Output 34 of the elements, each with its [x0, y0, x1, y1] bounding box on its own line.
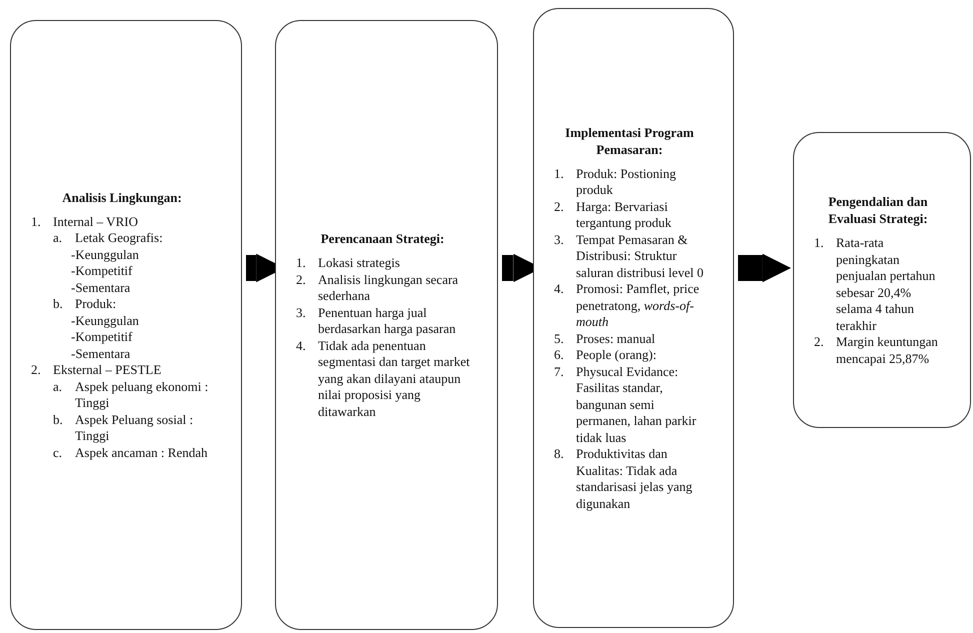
list-item: b. Produk: [52, 296, 118, 313]
list-item: -Sementara [70, 346, 132, 362]
list-item: -Kompetitif [70, 329, 134, 346]
list-item: -Kompetitif [70, 263, 134, 280]
rounded-process-box [275, 20, 498, 630]
list-item: 2. Margin keuntungan mencapai 25,87% [813, 334, 939, 367]
list-item: 4. Promosi: Pamflet, price penetratong, words-of-mouth [553, 281, 700, 331]
list-item: c. Aspek ancaman : Rendah [52, 444, 208, 462]
list-item: 7. Physucal Evidance: Fasilitas standar, bangunan semi permanen, lahan parkir tidak luas [553, 364, 698, 446]
box-heading: Perencanaan Strategi: [320, 230, 446, 247]
list-item: -Keunggulan [70, 246, 140, 264]
list-item: 3. Penentuan harga jual berdasarkan harga pasaran [295, 304, 457, 338]
block-arrow [738, 254, 792, 282]
box-heading: Analisis Lingkungan: [61, 188, 183, 206]
list-item: a. Letak Geografis: [52, 230, 164, 247]
rounded-process-box [10, 20, 242, 630]
list-item: 2. Analisis lingkungan secara sederhana [295, 272, 460, 304]
list-item: 1. Rata-rata peningkatan penjualan pertahun sebesar 20,4% selama 4 tahun terakhir [813, 235, 936, 334]
list-item: 2. Harga: Bervariasi tergantung produk [553, 198, 672, 232]
list-item: 8. Produktivitas dan Kualitas: Tidak ada standarisasi jelas yang digunakan [553, 446, 694, 512]
list-item: 5. Proses: manual [553, 330, 656, 348]
rounded-process-box [793, 132, 971, 428]
list-item: 3. Tempat Pemasaran & Distribusi: Struktur saluran distribusi level 0 [553, 232, 704, 282]
rounded-process-box [533, 8, 734, 628]
list-item: 1. Lokasi strategis [295, 255, 401, 272]
list-item: -Sementara [70, 280, 132, 296]
list-item: 6. People (orang): [553, 347, 658, 364]
list-item: 1. Internal – VRIO [30, 214, 139, 230]
box-heading: Implementasi Program Pemasaran: [564, 124, 695, 158]
list-item: 4. Tidak ada penentuan segmentasi dan target market yang akan dilayani ataupun nilai proposisi yang ditawarkan [295, 338, 471, 420]
box-heading: Pengendalian dan Evaluasi Strategi: [827, 193, 929, 227]
list-item: -Keunggulan [70, 312, 140, 330]
list-item: 2. Eksternal – PESTLE [30, 362, 162, 379]
list-item: 1. Produk: Postioning produk [553, 166, 678, 199]
